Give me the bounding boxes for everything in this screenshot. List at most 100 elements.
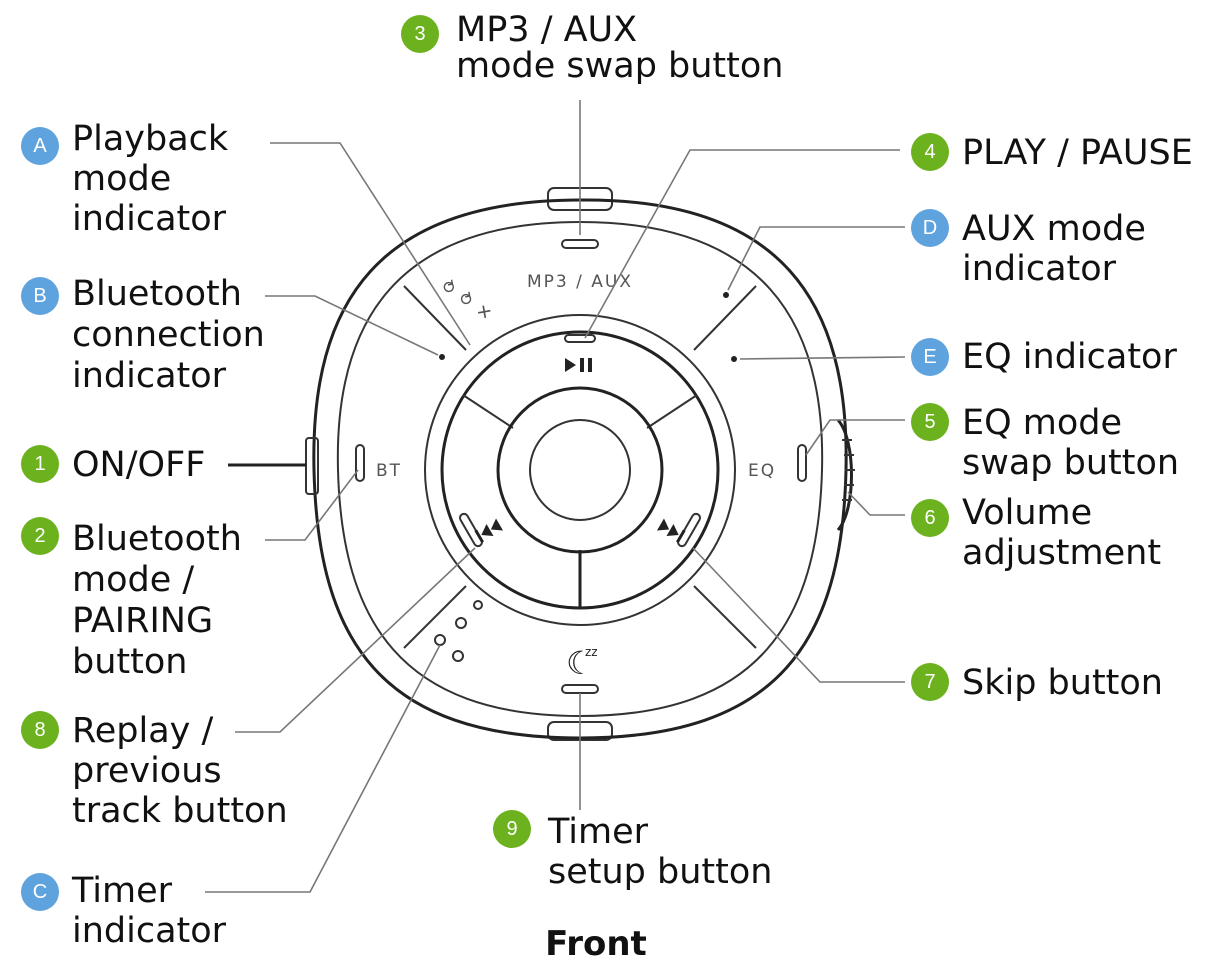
callout-badge-label: 3 — [414, 23, 425, 45]
aux-mode-indicator — [723, 292, 729, 298]
callout-badge-label: 7 — [924, 671, 935, 693]
callout-badge — [911, 338, 949, 376]
timer-indicator-dot-4 — [473, 600, 483, 610]
play-pause-icon — [565, 358, 592, 372]
callout-label-line: mode — [72, 159, 171, 199]
callout-label-line: EQ mode — [962, 403, 1122, 443]
spoke-upper-left — [403, 285, 467, 351]
inner-spoke-right — [646, 394, 698, 429]
timer-indicator-dot-3 — [455, 617, 467, 629]
callout-badge — [911, 209, 949, 247]
leader-lines — [205, 100, 906, 893]
callout-label-line: button — [72, 642, 187, 682]
leader-2 — [265, 469, 359, 541]
callout-label-line: Playback — [72, 119, 229, 159]
callout-label-line: indicator — [72, 199, 227, 239]
outer-control-ring — [424, 314, 736, 626]
callout-e: E EQ indicator — [911, 337, 1177, 377]
timer-setup-button[interactable] — [561, 684, 599, 694]
mp3-aux-swap-button[interactable] — [561, 239, 599, 249]
callout-badge — [21, 445, 59, 483]
callout-badge — [911, 133, 949, 171]
center-button[interactable] — [529, 419, 631, 521]
callout-badge-label: 4 — [924, 141, 935, 163]
leader-B — [265, 295, 439, 356]
leader-8 — [235, 547, 476, 733]
callout-badge — [21, 127, 59, 165]
leader-6 — [847, 491, 905, 516]
callout-7: 7 Skip button — [911, 663, 1163, 703]
callout-label-line: connection — [72, 315, 265, 355]
leader-A — [270, 142, 471, 346]
callout-label-line: indicator — [72, 356, 227, 396]
callout-label-line: EQ indicator — [962, 337, 1177, 377]
callout-label-line: mode swap button — [456, 46, 783, 86]
spoke-lower-right — [693, 585, 757, 649]
center-ring — [496, 386, 664, 554]
skip-track-button[interactable] — [677, 512, 702, 548]
callout-label-line: track button — [72, 791, 288, 831]
callout-badge-label: 9 — [506, 818, 517, 840]
bluetooth-pairing-button[interactable] — [355, 444, 365, 482]
callout-badge — [21, 711, 59, 749]
moon-timer-icon: ☾ zz — [566, 644, 598, 682]
leader-4 — [584, 149, 900, 339]
previous-track-button[interactable] — [459, 512, 484, 548]
diagram-caption: Front — [545, 924, 647, 962]
callout-label-line: indicator — [962, 249, 1117, 289]
callout-label-line: MP3 / AUX — [456, 10, 637, 50]
callout-badge-label: D — [923, 217, 937, 239]
callout-badge — [21, 873, 59, 911]
play-pause-button[interactable] — [564, 334, 596, 343]
callout-badge-label: E — [923, 346, 936, 368]
moon-glyph: ☾ — [566, 644, 595, 682]
zz-glyph: zz — [585, 645, 598, 659]
leader-E — [739, 356, 906, 360]
volume-wheel[interactable] — [836, 418, 853, 532]
callout-badge — [911, 499, 949, 537]
callout-label-line: previous — [72, 751, 222, 791]
callout-badge-label: 1 — [34, 453, 45, 475]
power-switch[interactable] — [305, 437, 319, 495]
bt-panel-label: BT — [376, 461, 402, 481]
callout-label-line: PAIRING — [72, 601, 213, 641]
callout-label-line: Bluetooth — [72, 519, 242, 559]
callout-label-line: AUX mode — [962, 209, 1146, 249]
eq-indicator — [731, 356, 737, 362]
callout-label-line: Volume — [962, 493, 1092, 533]
mp3-aux-panel-label: MP3 / AUX — [527, 272, 633, 292]
eq-swap-button[interactable] — [797, 444, 807, 482]
callout-badge — [401, 15, 439, 53]
leader-D — [727, 226, 905, 291]
previous-track-icon — [474, 518, 504, 544]
callout-label-line: ON/OFF — [72, 445, 205, 485]
callout-badge-label: 2 — [34, 525, 45, 547]
callout-label-line: PLAY / PAUSE — [962, 133, 1193, 173]
callout-4: 4 PLAY / PAUSE — [911, 133, 1193, 173]
device-body: MP3 / AUX BT EQ ⥁ ⥁ ✕ ☾ zz — [305, 187, 855, 741]
spoke-upper-right — [693, 285, 757, 351]
spoke-lower-left — [403, 585, 467, 649]
callout-badge-label: C — [33, 881, 47, 903]
callout-badge-label: B — [33, 285, 46, 307]
callout-label-line: Skip button — [962, 663, 1163, 703]
skip-track-icon — [656, 518, 686, 544]
leader-7 — [692, 547, 905, 683]
callout-label-line: setup button — [548, 852, 772, 892]
callout-label-line: Bluetooth — [72, 274, 242, 314]
leader-C — [205, 644, 441, 893]
timer-indicator-dot-2 — [452, 650, 464, 662]
callout-badge — [911, 403, 949, 441]
callout-badge-label: 6 — [924, 507, 935, 529]
